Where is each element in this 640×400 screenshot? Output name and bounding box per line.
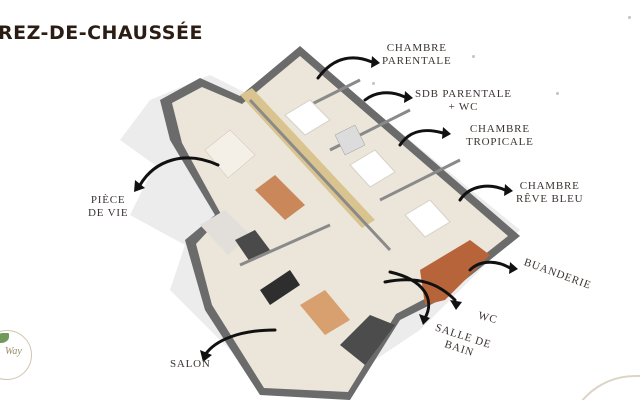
room-label-chambre-parentale: CHAMBRE PARENTALE [382, 42, 452, 67]
room-label-chambre-reve-bleu: CHAMBRE RÊVE BLEU [516, 180, 584, 205]
room-label-piece-de-vie: PIÈCE DE VIE [88, 194, 129, 219]
leaf-icon [0, 333, 9, 343]
room-label-sdb-parentale: SDB PARENTALE + WC [415, 88, 512, 113]
decorative-dot [556, 92, 559, 95]
room-label-salon: SALON [170, 358, 211, 370]
decorative-dot [372, 82, 375, 85]
decorative-dot [472, 55, 475, 58]
room-label-chambre-tropicale: CHAMBRE TROPICALE [466, 123, 534, 148]
decorative-dot [628, 16, 631, 19]
page-title: REZ-DE-CHAUSSÉE [0, 22, 203, 44]
